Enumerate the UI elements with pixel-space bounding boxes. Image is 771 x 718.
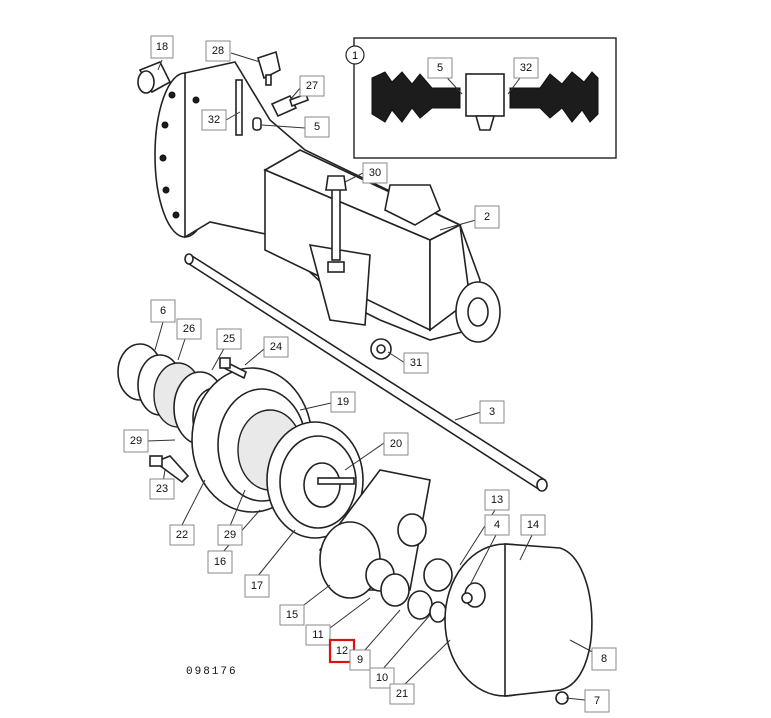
svg-text:5: 5 xyxy=(437,62,443,74)
label-27: 27 xyxy=(299,75,325,97)
leader-lines xyxy=(146,52,599,701)
label-19: 19 xyxy=(330,391,356,413)
label-23: 23 xyxy=(149,478,175,500)
svg-text:29: 29 xyxy=(224,529,236,541)
svg-text:8: 8 xyxy=(601,653,607,665)
svg-text:28: 28 xyxy=(212,45,224,57)
svg-text:14: 14 xyxy=(527,519,539,531)
svg-text:27: 27 xyxy=(306,80,318,92)
inset-label-32: 32 xyxy=(513,57,539,79)
svg-text:26: 26 xyxy=(183,323,195,335)
label-24: 24 xyxy=(263,336,289,358)
label-29-left: 29 xyxy=(123,429,149,453)
svg-text:20: 20 xyxy=(390,438,402,450)
inset-box xyxy=(345,37,617,159)
cap-18 xyxy=(137,60,172,94)
label-28: 28 xyxy=(205,40,231,62)
svg-text:21: 21 xyxy=(396,688,408,700)
label-26: 26 xyxy=(176,318,202,340)
label-13: 13 xyxy=(484,489,510,511)
inset-label-5: 5 xyxy=(427,57,453,79)
inset-number: 1 xyxy=(352,50,358,62)
svg-text:10: 10 xyxy=(376,672,388,684)
label-20: 20 xyxy=(383,432,409,456)
svg-text:2: 2 xyxy=(484,211,490,223)
label-4: 4 xyxy=(484,514,510,536)
svg-text:32: 32 xyxy=(520,62,532,74)
label-6: 6 xyxy=(150,299,176,323)
svg-text:24: 24 xyxy=(270,341,282,353)
reference-code: 098176 xyxy=(186,666,238,678)
label-21: 21 xyxy=(389,683,415,705)
label-16: 16 xyxy=(207,550,233,574)
label-22: 22 xyxy=(169,524,195,546)
svg-text:32: 32 xyxy=(208,114,220,126)
svg-text:7: 7 xyxy=(594,695,600,707)
svg-text:17: 17 xyxy=(251,580,263,592)
drive-shaft xyxy=(184,253,548,492)
svg-text:29: 29 xyxy=(130,435,142,447)
label-18: 18 xyxy=(150,35,174,59)
svg-text:3: 3 xyxy=(489,406,495,418)
nut-31 xyxy=(370,338,392,360)
svg-text:13: 13 xyxy=(491,494,503,506)
label-17: 17 xyxy=(244,574,270,598)
svg-text:11: 11 xyxy=(312,629,323,641)
label-31: 31 xyxy=(403,352,429,374)
label-9: 9 xyxy=(349,649,371,671)
label-15: 15 xyxy=(279,604,305,626)
svg-text:25: 25 xyxy=(223,333,235,345)
svg-text:31: 31 xyxy=(410,357,422,369)
svg-text:4: 4 xyxy=(494,519,500,531)
label-32: 32 xyxy=(201,109,227,131)
label-10: 10 xyxy=(369,667,395,689)
label-29: 29 xyxy=(217,524,243,546)
planet-assembly xyxy=(319,469,453,623)
label-7: 7 xyxy=(584,689,610,713)
svg-text:9: 9 xyxy=(357,654,363,666)
label-11: 11 xyxy=(305,624,331,646)
end-cover xyxy=(444,543,593,705)
label-2: 2 xyxy=(474,205,500,229)
svg-text:30: 30 xyxy=(369,167,381,179)
pin-5 xyxy=(252,117,262,131)
svg-text:16: 16 xyxy=(214,556,226,568)
svg-text:23: 23 xyxy=(156,483,168,495)
label-25: 25 xyxy=(216,328,242,350)
label-5: 5 xyxy=(304,116,330,138)
axle-housing xyxy=(154,61,501,343)
svg-text:5: 5 xyxy=(314,121,320,133)
svg-text:19: 19 xyxy=(337,396,349,408)
label-30: 30 xyxy=(362,162,388,184)
breather-28 xyxy=(257,50,281,86)
svg-text:15: 15 xyxy=(286,609,298,621)
svg-text:22: 22 xyxy=(176,529,188,541)
svg-text:18: 18 xyxy=(156,41,168,53)
label-3: 3 xyxy=(479,400,505,424)
hub-left xyxy=(117,343,364,539)
svg-text:12: 12 xyxy=(336,645,348,657)
svg-text:6: 6 xyxy=(160,305,166,317)
bolt-27 xyxy=(270,92,310,118)
label-8: 8 xyxy=(591,647,617,671)
label-14: 14 xyxy=(520,514,546,536)
